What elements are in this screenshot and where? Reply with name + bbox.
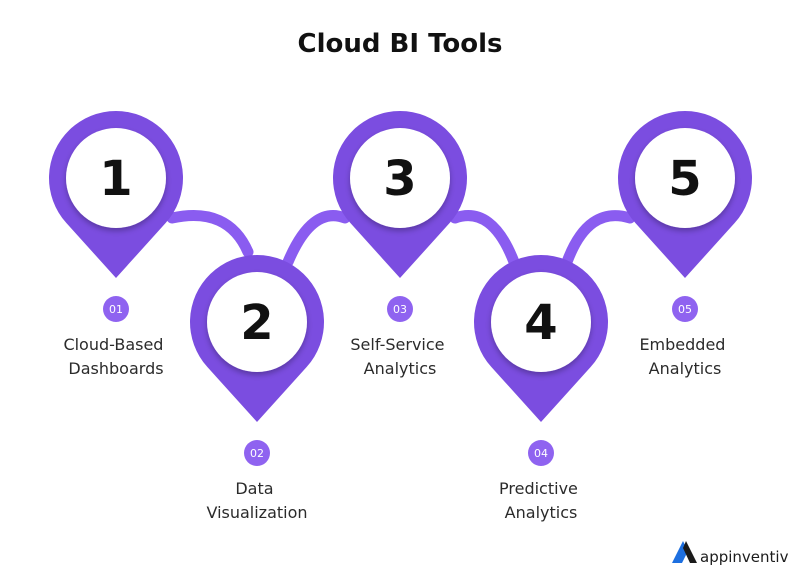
step-label-1-line-1: Cloud-Based [63, 335, 163, 354]
pin-step-4: 4 04 Predictive Analytics [474, 255, 608, 522]
brand-logo: appinventiv [672, 541, 789, 566]
connector-arcs [166, 210, 636, 268]
step-label-5-line-1: Embedded [639, 335, 725, 354]
step-label-2: Data Visualization [206, 479, 307, 522]
pin-inner-circle-4 [491, 272, 591, 372]
badge-circle-2 [244, 440, 270, 466]
step-label-2-line-2: Visualization [206, 503, 307, 522]
step-label-4: Predictive Analytics [499, 479, 583, 522]
connector-arc-3 [449, 210, 520, 268]
pin-inner-circle-2 [207, 272, 307, 372]
brand-name: appinventiv [700, 548, 789, 566]
pin-step-1: 1 01 Cloud-Based Dashboards [48, 111, 183, 378]
badge-label-2: 02 [250, 447, 264, 460]
step-label-5-line-2: Analytics [649, 359, 722, 378]
pin-step-3: 3 03 Self-Service Analytics [333, 111, 467, 378]
step-label-4-line-1: Predictive [499, 479, 578, 498]
badge-label-5: 05 [678, 303, 692, 316]
appinventiv-logo-icon [672, 541, 697, 563]
pin-number-4: 4 [524, 295, 557, 351]
pin-number-2: 2 [240, 295, 273, 351]
connector-arc-2 [282, 210, 351, 268]
pin-inner-circle-3 [350, 128, 450, 228]
badge-label-3: 03 [393, 303, 407, 316]
badge-label-4: 04 [534, 447, 548, 460]
badge-circle-4 [528, 440, 554, 466]
step-label-4-line-2: Analytics [505, 503, 578, 522]
step-label-3-line-1: Self-Service [350, 335, 444, 354]
badge-circle-5 [672, 296, 698, 322]
pin-step-2: 2 02 Data Visualization [190, 255, 324, 522]
step-label-1-line-2: Dashboards [68, 359, 163, 378]
step-label-3-line-2: Analytics [364, 359, 437, 378]
badge-circle-1 [103, 296, 129, 322]
pin-inner-circle-1 [66, 128, 166, 228]
step-label-2-line-1: Data [235, 479, 273, 498]
step-label-3: Self-Service Analytics [350, 335, 449, 378]
connector-arc-4 [561, 210, 636, 268]
pin-number-3: 3 [383, 151, 416, 207]
pin-inner-circle-5 [635, 128, 735, 228]
connector-arc-1 [166, 210, 254, 258]
step-label-1: Cloud-Based Dashboards [63, 335, 168, 378]
badge-circle-3 [387, 296, 413, 322]
badge-label-1: 01 [109, 303, 123, 316]
pin-number-5: 5 [668, 151, 701, 207]
pin-number-1: 1 [99, 151, 132, 207]
diagram-title: Cloud BI Tools [298, 29, 503, 59]
step-label-5: Embedded Analytics [639, 335, 730, 378]
pin-step-5: 5 05 Embedded Analytics [618, 111, 752, 378]
